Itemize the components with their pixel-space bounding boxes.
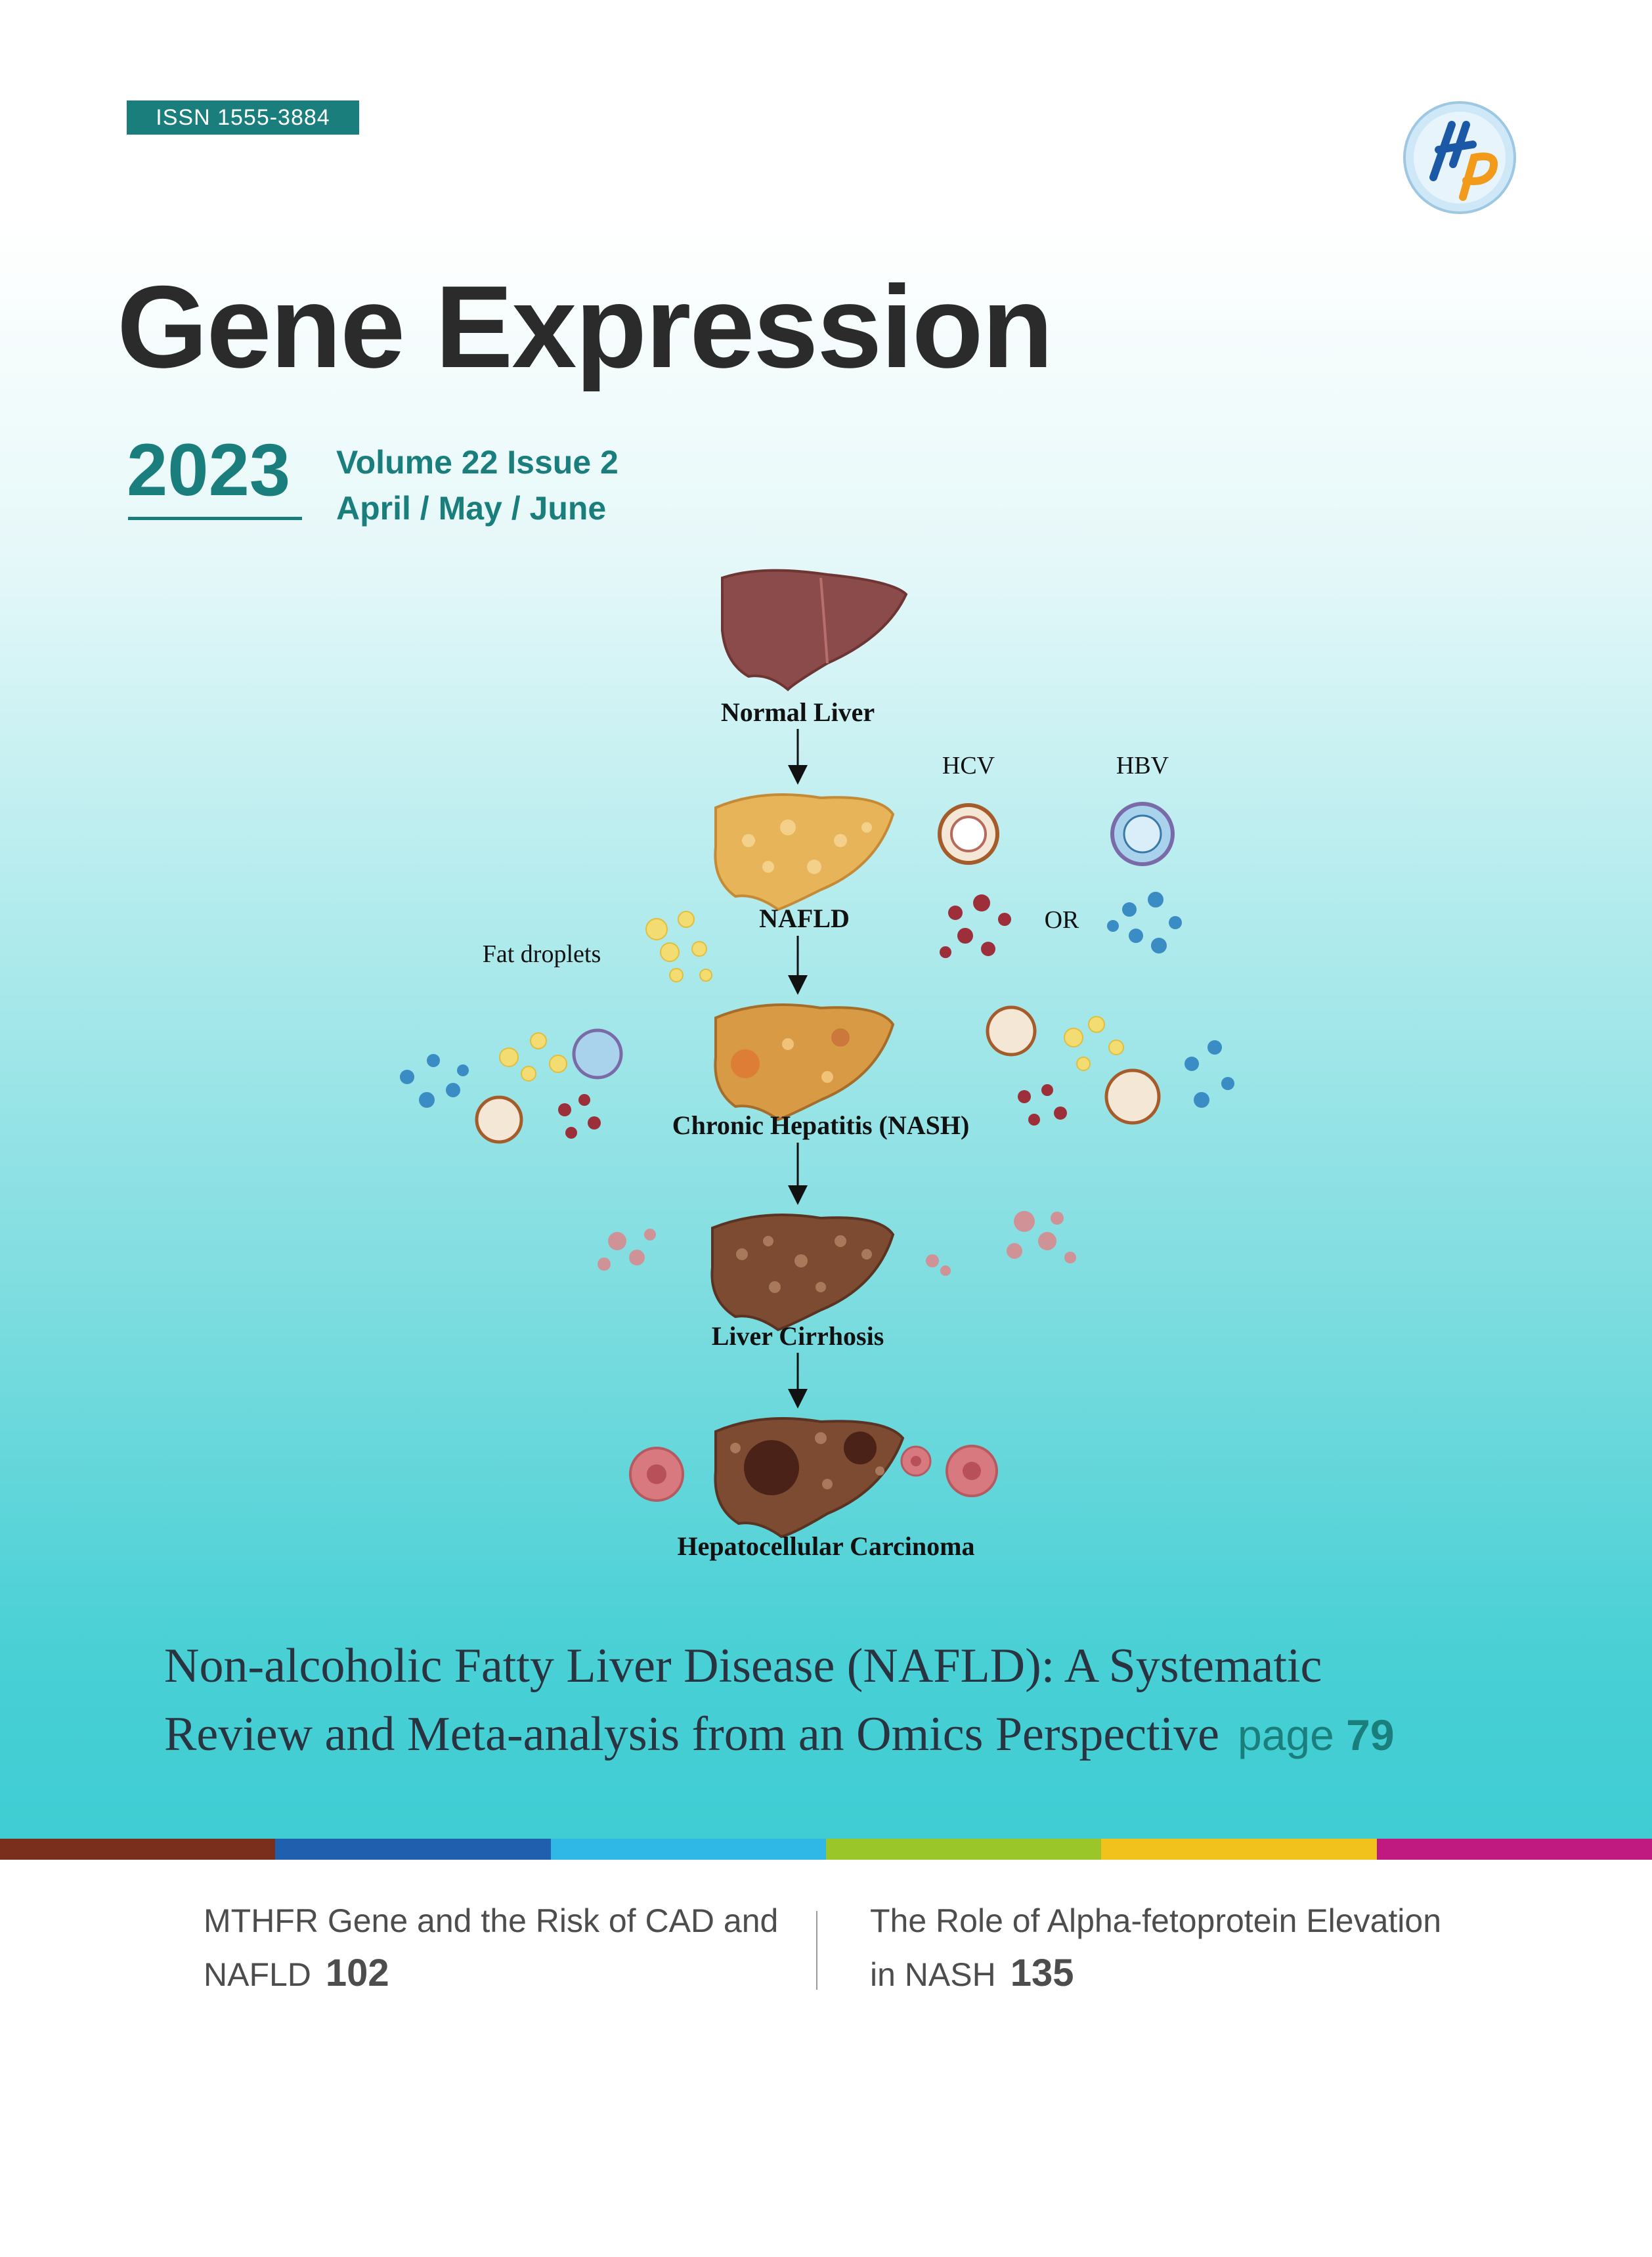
feature-article[interactable]: Non-alcoholic Fatty Liver Disease (NAFLD… [164,1632,1576,1769]
publisher-logo-icon [1403,101,1516,214]
article-2-page: 135 [1010,1952,1074,1994]
color-stripe-bar [0,1839,1652,1860]
tumor-cells-icon [629,1445,998,1502]
year-underline [128,517,302,520]
stripe-5 [1101,1839,1377,1860]
feature-page-prefix: page [1237,1711,1334,1759]
nash-left-virus-cluster-icon [400,1028,623,1144]
volume-issue: Volume 22 Issue 2 [336,444,619,481]
label-fat-droplets: Fat droplets [483,940,601,968]
label-nash: Chronic Hepatitis (NASH) [672,1110,970,1140]
cirrhosis-cell-clusters-icon [598,1211,1076,1276]
journal-title: Gene Expression [117,261,1053,392]
stripe-1 [0,1839,276,1860]
label-hcv: HCV [942,752,995,779]
hbv-particle-icon [1110,802,1175,866]
issn-badge: ISSN 1555-3884 [127,100,359,135]
hbv-cluster-icon [1107,892,1182,953]
label-hbv: HBV [1116,752,1169,779]
stripe-3 [550,1839,826,1860]
nafld-liver-image [714,793,895,911]
article-1-line2: NAFLD 102 [204,1947,794,2001]
nash-liver-image [714,1003,895,1122]
liver-progression-illustration: Normal Liver NAFLD HCV HBV OR Fat drople… [400,569,1234,1561]
feature-title-line2: Review and Meta-analysis from an Omics P… [164,1700,1576,1769]
hcv-cluster-icon [940,894,1011,958]
cover-background [0,0,1652,1839]
issue-year: 2023 [127,429,291,511]
article-2-line2-text: in NASH [870,1956,996,1993]
issue-months: April / May / June [336,490,607,527]
fat-droplets-icon [645,911,712,982]
label-nafld: NAFLD [759,904,850,933]
hcc-liver-image [714,1417,905,1539]
article-1-line2-text: NAFLD [204,1956,311,1993]
hcv-particle-icon [938,803,999,865]
feature-page-ref: page 79 [1238,1711,1395,1759]
stripe-4 [825,1839,1102,1860]
stripe-2 [275,1839,551,1860]
feature-page-number: 79 [1346,1711,1395,1759]
article-2-line2: in NASH 135 [870,1947,1513,2001]
feature-title-line1: Non-alcoholic Fatty Liver Disease (NAFLD… [164,1639,1322,1693]
label-cirrhosis: Liver Cirrhosis [712,1321,884,1351]
teaser-divider [816,1911,817,1990]
article-teaser-mthfr[interactable]: MTHFR Gene and the Risk of CAD and NAFLD… [204,1895,794,2001]
stripe-6 [1376,1839,1652,1860]
label-or: OR [1045,906,1079,934]
nash-right-virus-cluster-icon [986,1005,1234,1126]
normal-liver-image [721,569,908,691]
label-normal-liver: Normal Liver [721,697,875,727]
cirrhosis-liver-image [710,1214,895,1332]
article-1-line1: MTHFR Gene and the Risk of CAD and [204,1902,779,1939]
label-hcc: Hepatocellular Carcinoma [678,1531,975,1561]
article-1-page: 102 [325,1952,389,1994]
article-teaser-afp[interactable]: The Role of Alpha-fetoprotein Elevation … [870,1895,1513,2001]
article-2-line1: The Role of Alpha-fetoprotein Elevation [870,1902,1441,1939]
feature-title-line2-text: Review and Meta-analysis from an Omics P… [164,1707,1219,1761]
